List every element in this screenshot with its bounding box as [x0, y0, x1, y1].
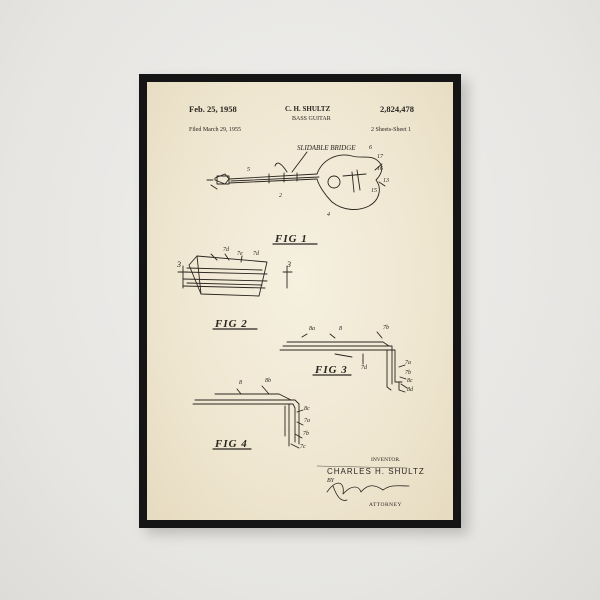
ref-numeral: 6 [369, 145, 372, 151]
patent-date: Feb. 25, 1958 [189, 104, 237, 114]
inventor-caption: INVENTOR. [371, 457, 401, 463]
ref-numeral: 13 [383, 178, 389, 184]
fig3-section [279, 331, 408, 393]
section-marker-left: 3 [177, 260, 181, 269]
section-marker-right: 3 [287, 260, 291, 269]
patent-drawing [177, 151, 410, 501]
fig1-label: FIG 1 [275, 233, 308, 245]
fig4-section [192, 385, 304, 449]
picture-frame: Feb. 25, 1958 C. H. SHULTZ 2,824,478 BAS… [139, 74, 461, 528]
ref-numeral: 8c [304, 406, 310, 412]
ref-numeral: 7b [303, 431, 309, 437]
patent-inventor-short: C. H. SHULTZ [285, 105, 331, 113]
filing-date: Filed March 29, 1955 [189, 127, 241, 133]
ref-numeral: 17 [377, 154, 383, 160]
patent-number: 2,824,478 [380, 104, 414, 114]
ref-numeral: 7a [304, 418, 310, 424]
ref-numeral: 8c [407, 378, 413, 384]
fig2-bridge [177, 253, 293, 297]
sheet-count: 2 Sheets-Sheet 1 [371, 127, 411, 133]
fig3-label: FIG 3 [315, 364, 348, 376]
inventor-name: CHARLES H. SHULTZ [327, 467, 425, 476]
patent-title: BASS GUITAR [292, 116, 331, 122]
ref-numeral: 16 [377, 166, 383, 172]
ref-numeral: 8 [339, 326, 342, 332]
attorney-label: ATTORNEY [369, 502, 402, 508]
ref-numeral: 7c [300, 444, 306, 450]
slidable-bridge-label: SLIDABLE BRIDGE [297, 144, 356, 152]
ref-numeral: 15 [371, 188, 377, 194]
ref-numeral: 8 [239, 380, 242, 386]
ref-numeral: 7a [405, 360, 411, 366]
fig1-guitar [206, 151, 386, 210]
patent-print: Feb. 25, 1958 C. H. SHULTZ 2,824,478 BAS… [147, 82, 453, 520]
ref-numeral: 2 [279, 193, 282, 199]
ref-numeral: 7b [405, 370, 411, 376]
ref-numeral: 5 [247, 167, 250, 173]
ref-numeral: 8b [265, 378, 271, 384]
ref-numeral: 7e [237, 251, 243, 257]
ref-numeral: 7b [383, 325, 389, 331]
ref-numeral: 7d [253, 251, 259, 257]
by-label: BY [327, 478, 335, 484]
ref-numeral: 8d [407, 387, 413, 393]
fig2-label: FIG 2 [215, 318, 248, 330]
ref-numeral: 7d [223, 247, 229, 253]
fig4-label: FIG 4 [215, 438, 248, 450]
ref-numeral: 8a [309, 326, 315, 332]
ref-numeral: 4 [327, 212, 330, 218]
ref-numeral: 7d [361, 365, 367, 371]
